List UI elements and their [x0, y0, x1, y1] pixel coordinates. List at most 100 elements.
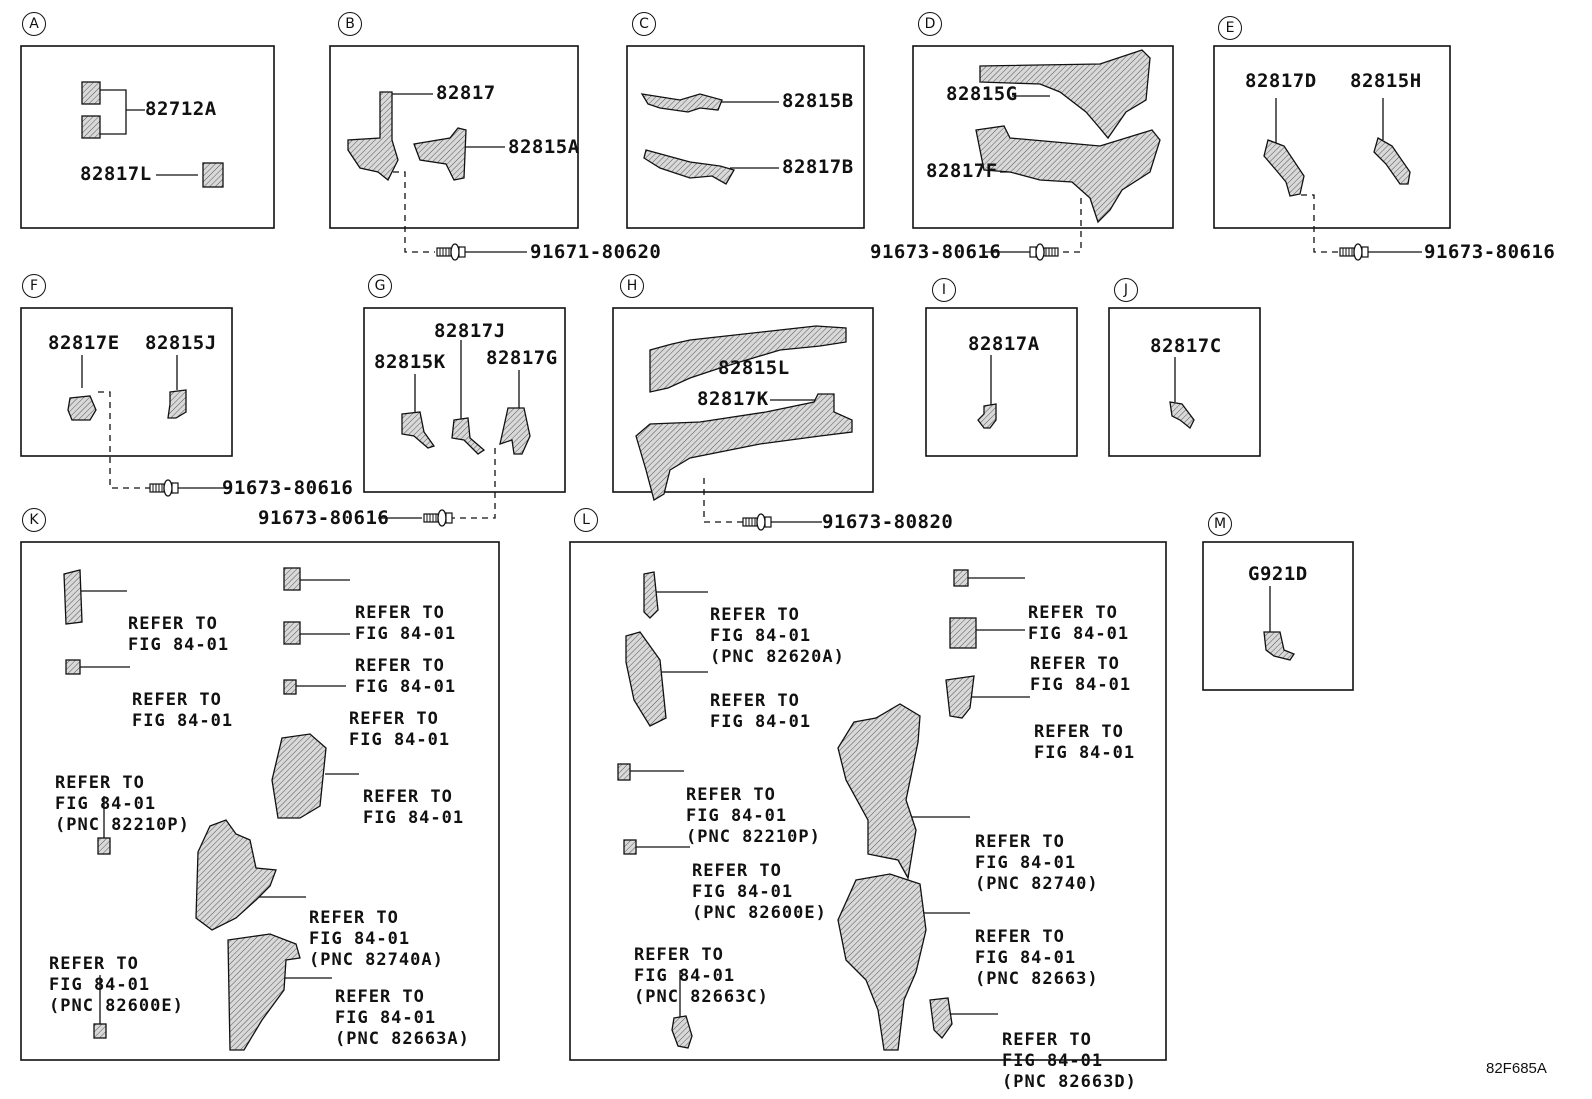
connector-part-icon [93, 1023, 107, 1039]
part-number: 82817D [1245, 70, 1317, 92]
bracket-part-icon [977, 403, 997, 429]
member-part-icon [1373, 137, 1411, 185]
connector-part-icon [283, 567, 301, 591]
part-number: 82817E [48, 332, 120, 354]
bracket-part-icon [167, 389, 187, 419]
panel-d-letter: D [918, 12, 942, 36]
bracket-part-icon [413, 127, 467, 181]
part-number: 82815L [718, 357, 790, 379]
bolt-icon [149, 479, 179, 497]
bracket-part-icon [1169, 401, 1195, 430]
member-part-icon [635, 393, 853, 502]
panel-k-frame [20, 541, 500, 1061]
connector-part-icon [617, 763, 631, 781]
part-number: 82817J [434, 320, 506, 342]
figure-id: 82F685A [1486, 1060, 1547, 1077]
block-part-icon [195, 819, 277, 931]
panel-c-letter: C [632, 12, 656, 36]
part-number: 82817L [80, 163, 152, 185]
part-number: 82817C [1150, 335, 1222, 357]
clip-part-icon [202, 162, 224, 188]
panel-e-letter: E [1218, 16, 1242, 40]
bracket-part-icon [67, 395, 97, 421]
bolt-icon [423, 509, 453, 527]
bolt-icon [1029, 243, 1059, 261]
bracket-part-icon [451, 417, 486, 455]
part-number: 82817G [486, 347, 558, 369]
connector-part-icon [949, 617, 977, 649]
part-number: 82815J [145, 332, 217, 354]
panel-c-frame [626, 45, 865, 229]
part-number: G921D [1248, 563, 1308, 585]
leader-lines [76, 89, 1384, 1024]
part-number: 82817A [968, 333, 1040, 355]
bolt-part-number: 91673-80616 [258, 507, 390, 529]
part-number: 82815A [508, 136, 580, 158]
member-part-icon [979, 49, 1151, 140]
connector-part-icon [953, 569, 969, 587]
connector-part-icon [283, 679, 297, 695]
part-sketches [63, 49, 1411, 1051]
block-part-icon [837, 873, 927, 1051]
part-number: 82815G [946, 83, 1018, 105]
panel-m-frame [1202, 541, 1354, 691]
part-number: 82712A [145, 98, 217, 120]
bracket-part-icon [401, 411, 436, 449]
bolt-part-number: 91673-80616 [1424, 241, 1556, 263]
bracket-part-icon [347, 91, 399, 182]
bolt-icon [436, 243, 466, 261]
block-part-icon [271, 733, 327, 819]
connector-part-icon [643, 571, 659, 619]
block-part-icon [945, 675, 975, 719]
bracket-part-icon [499, 407, 531, 455]
panel-a-frame [20, 45, 275, 229]
panel-j-frame [1108, 307, 1261, 457]
part-number: 82817F [926, 160, 998, 182]
member-part-icon [649, 325, 847, 393]
bolt-part-number: 91673-80820 [822, 511, 954, 533]
panel-h-letter: H [620, 274, 644, 298]
panel-g-letter: G [368, 274, 392, 298]
connector-part-icon [283, 621, 301, 645]
connector-part-icon [623, 839, 637, 855]
bolt-icon [742, 513, 772, 531]
panel-frames [20, 45, 1451, 1061]
block-part-icon [625, 631, 667, 727]
connector-part-icon [65, 659, 81, 675]
bolt-part-number: 91673-80616 [222, 477, 354, 499]
bolt-part-number: 91673-80616 [870, 241, 1002, 263]
panel-a-letter: A [22, 12, 46, 36]
part-number: 82815K [374, 351, 446, 373]
connector-part-icon [63, 569, 83, 625]
block-part-icon [227, 933, 301, 1051]
panel-f-frame [20, 307, 233, 457]
panel-l-frame [569, 541, 1167, 1061]
panel-g-frame [363, 307, 566, 493]
panel-m-letter: M [1208, 512, 1232, 536]
panel-b-letter: B [338, 12, 362, 36]
connector-part-icon [671, 1015, 693, 1049]
panel-i-letter: I [932, 278, 956, 302]
member-part-icon [975, 125, 1161, 224]
bolt-part-number: 91671-80620 [530, 241, 662, 263]
connector-part-icon [97, 837, 111, 855]
panel-j-letter: J [1114, 278, 1138, 302]
dashed-leaders [98, 171, 1338, 523]
